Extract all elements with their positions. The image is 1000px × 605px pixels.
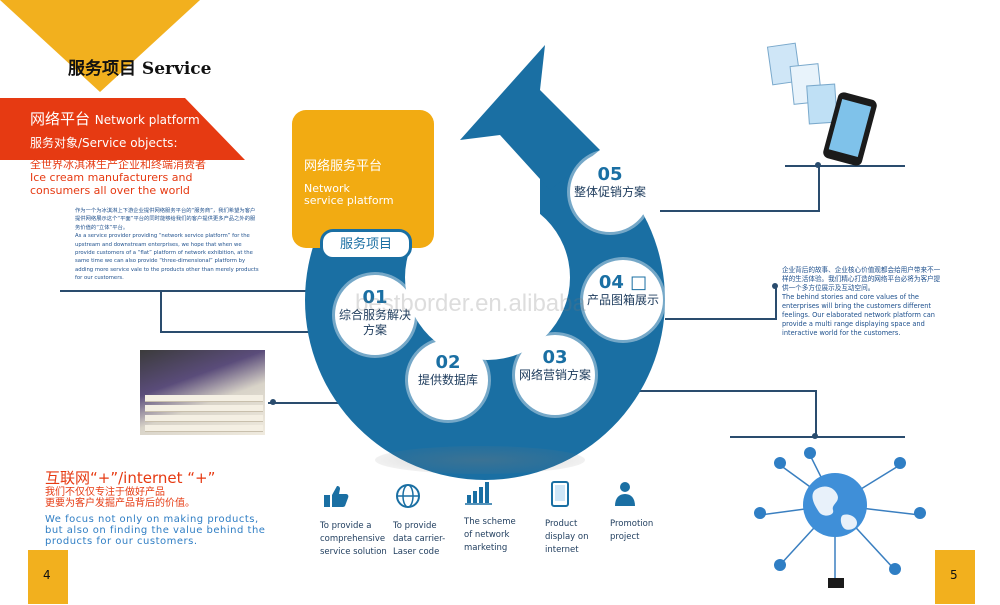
banner-title: 网络平台 Network platform bbox=[30, 108, 200, 129]
service-item-04: 04 □ 产品图箱展示 bbox=[583, 260, 663, 340]
feature-promotion: Promotion project bbox=[610, 481, 685, 544]
platform-box-title: 网络服务平台 bbox=[304, 159, 383, 174]
internet-title: 互联网“+”/internet “+” bbox=[45, 469, 216, 487]
fabric-strip bbox=[145, 405, 263, 412]
connector-line bbox=[60, 290, 360, 292]
page-number-label: 5 bbox=[950, 568, 958, 582]
left-paragraph: 作为一个为冰淇淋上下游企业提供网络服务平台的“服务商”，我们希望为客户提供网络展… bbox=[75, 208, 259, 282]
globe-icon bbox=[396, 484, 420, 508]
thumbs-up-icon bbox=[324, 486, 349, 507]
feature-network-marketing: The scheme of network marketing bbox=[464, 479, 539, 555]
connector-dot bbox=[815, 162, 821, 168]
corner-triangle-decoration bbox=[0, 0, 200, 92]
connector-line bbox=[775, 285, 777, 320]
connector-dot bbox=[812, 433, 818, 439]
service-item-number: 03 bbox=[542, 347, 568, 368]
connector-dot bbox=[772, 283, 778, 289]
service-item-02: 02 提供数据库 bbox=[408, 340, 488, 420]
feature-data-carrier: To provide data carrier- Laser code bbox=[393, 483, 468, 559]
internet-subtitle-cn: 我们不仅仅专注于做好产品 更要为客户发掘产品背后的价值。 bbox=[45, 487, 195, 509]
fabric-strip bbox=[145, 415, 263, 422]
service-item-03: 03 网络营销方案 bbox=[515, 335, 595, 415]
fabric-strip bbox=[145, 395, 263, 402]
connector-dot bbox=[270, 399, 276, 405]
fabric-strip bbox=[145, 425, 263, 432]
service-item-number: 01 bbox=[362, 287, 388, 308]
ring-arrow-head bbox=[460, 45, 600, 190]
service-item-number: 02 bbox=[435, 352, 461, 373]
ring-shadow bbox=[375, 446, 585, 474]
page-number-left: 4 bbox=[28, 550, 68, 604]
platform-box-subtitle: Network service platform bbox=[304, 182, 394, 207]
feature-text: The scheme of network marketing bbox=[464, 517, 516, 553]
watermark: bestborder.en.alibaba bbox=[355, 290, 586, 317]
feature-text: Product display on internet bbox=[545, 519, 589, 555]
page-number-label: 4 bbox=[43, 568, 51, 582]
service-item-number: 05 bbox=[597, 164, 623, 185]
banner-title-cn: 网络平台 bbox=[30, 110, 91, 128]
feature-text: To provide data carrier- Laser code bbox=[393, 521, 446, 557]
banner-title-en: Network platform bbox=[94, 113, 200, 127]
banner-subtitle: 服务对象/Service objects: bbox=[30, 136, 178, 150]
service-item-05: 05 整体促销方案 bbox=[570, 152, 650, 232]
fabric-image bbox=[140, 350, 265, 435]
connector-line bbox=[665, 318, 775, 320]
tablet-icon bbox=[551, 481, 569, 507]
connector-line bbox=[160, 290, 162, 332]
connector-line bbox=[660, 210, 820, 212]
service-pill: 服务项目 bbox=[320, 229, 412, 260]
service-objects-text: 全世界冰淇淋生产企业和终端消费者 Ice cream manufacturers… bbox=[30, 158, 206, 197]
service-item-label: 网络营销方案 bbox=[518, 368, 591, 382]
globe-network-image bbox=[754, 447, 926, 588]
connector-line bbox=[815, 390, 817, 438]
page-number-right: 5 bbox=[935, 550, 975, 604]
connector-line bbox=[160, 331, 340, 333]
internet-subtitle-en: We focus not only on making products, bu… bbox=[45, 514, 266, 547]
feature-text: To provide a comprehensive service solut… bbox=[320, 521, 387, 557]
service-item-label: 整体促销方案 bbox=[573, 185, 646, 199]
service-item-label: 提供数据库 bbox=[417, 373, 478, 387]
people-icon bbox=[615, 482, 635, 506]
feature-service-solution: To provide a comprehensive service solut… bbox=[320, 483, 395, 559]
service-item-label: 综合服务解决 方案 bbox=[338, 308, 411, 337]
bar-chart-icon bbox=[465, 482, 492, 505]
connector-line bbox=[818, 165, 820, 212]
mobile-devices-image bbox=[766, 42, 877, 166]
right-paragraph: 企业背后的故事、企业核心价值观都会给用户带来不一样的生活体验。我们精心打造的网络… bbox=[782, 266, 941, 337]
service-item-number: 04 □ bbox=[598, 272, 648, 293]
connector-line bbox=[785, 165, 905, 167]
service-item-label: 产品图箱展示 bbox=[586, 293, 659, 307]
feature-product-display: Product display on internet bbox=[545, 481, 620, 557]
connector-line bbox=[595, 390, 817, 392]
service-item-01: 01 综合服务解决 方案 bbox=[335, 275, 415, 355]
platform-box bbox=[292, 110, 434, 248]
page-title: 服务项目 Service bbox=[68, 59, 212, 79]
feature-text: Promotion project bbox=[610, 519, 654, 542]
